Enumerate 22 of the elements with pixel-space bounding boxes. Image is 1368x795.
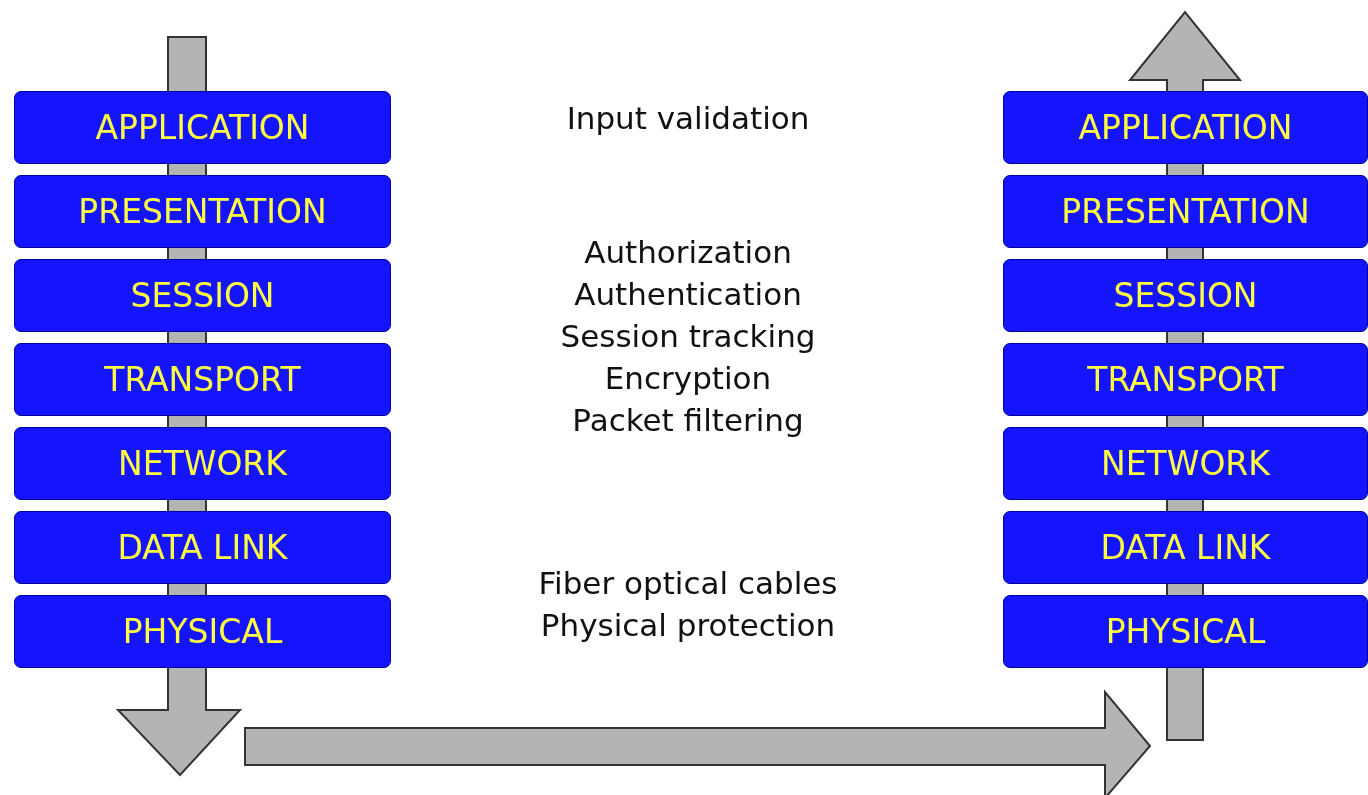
security-measure-text: Encryption (604, 359, 772, 397)
security-measure-text: Session tracking (560, 317, 816, 355)
layer-box: DATA LINK (1003, 511, 1368, 584)
security-measure-text: Authorization (584, 233, 792, 271)
security-measure-text: Input validation (566, 99, 810, 137)
layer-box: SESSION (14, 259, 391, 332)
layer-box: PRESENTATION (1003, 175, 1368, 248)
layer-box: NETWORK (14, 427, 391, 500)
layer-box: TRANSPORT (1003, 343, 1368, 416)
security-measure-text: Fiber optical cables (538, 564, 838, 602)
layer-box: PHYSICAL (1003, 595, 1368, 668)
layer-box: TRANSPORT (14, 343, 391, 416)
layer-box: DATA LINK (14, 511, 391, 584)
layer-box: PHYSICAL (14, 595, 391, 668)
security-measure-text: Physical protection (540, 606, 836, 644)
layer-box: APPLICATION (14, 91, 391, 164)
security-measure-text: Packet filtering (572, 401, 804, 439)
layer-box: APPLICATION (1003, 91, 1368, 164)
layer-box: NETWORK (1003, 427, 1368, 500)
layer-box: PRESENTATION (14, 175, 391, 248)
layer-box: SESSION (1003, 259, 1368, 332)
security-measure-text: Authentication (574, 275, 802, 313)
